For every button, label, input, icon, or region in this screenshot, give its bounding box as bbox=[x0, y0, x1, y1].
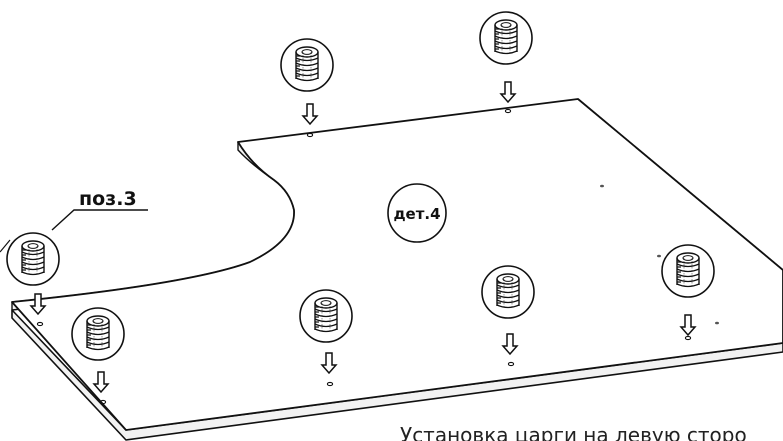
threaded-insert-icon bbox=[71, 307, 125, 361]
threaded-insert-icon bbox=[299, 289, 353, 343]
threaded-insert-icon bbox=[6, 232, 60, 286]
threaded-insert-icon bbox=[661, 244, 715, 298]
threaded-insert-icon bbox=[280, 38, 334, 92]
caption: Установка царги на левую сторо bbox=[400, 423, 747, 441]
svg-text:дет.4: дет.4 bbox=[393, 205, 440, 223]
part-label: дет.4 bbox=[387, 183, 447, 243]
down-arrow-icon bbox=[500, 81, 516, 103]
svg-text:поз.3: поз.3 bbox=[79, 188, 137, 210]
threaded-insert-icon bbox=[479, 11, 533, 65]
position-label: поз.3 bbox=[0, 188, 148, 253]
panel bbox=[11, 98, 783, 441]
threaded-insert-icon bbox=[481, 265, 535, 319]
down-arrow-icon bbox=[302, 103, 318, 125]
